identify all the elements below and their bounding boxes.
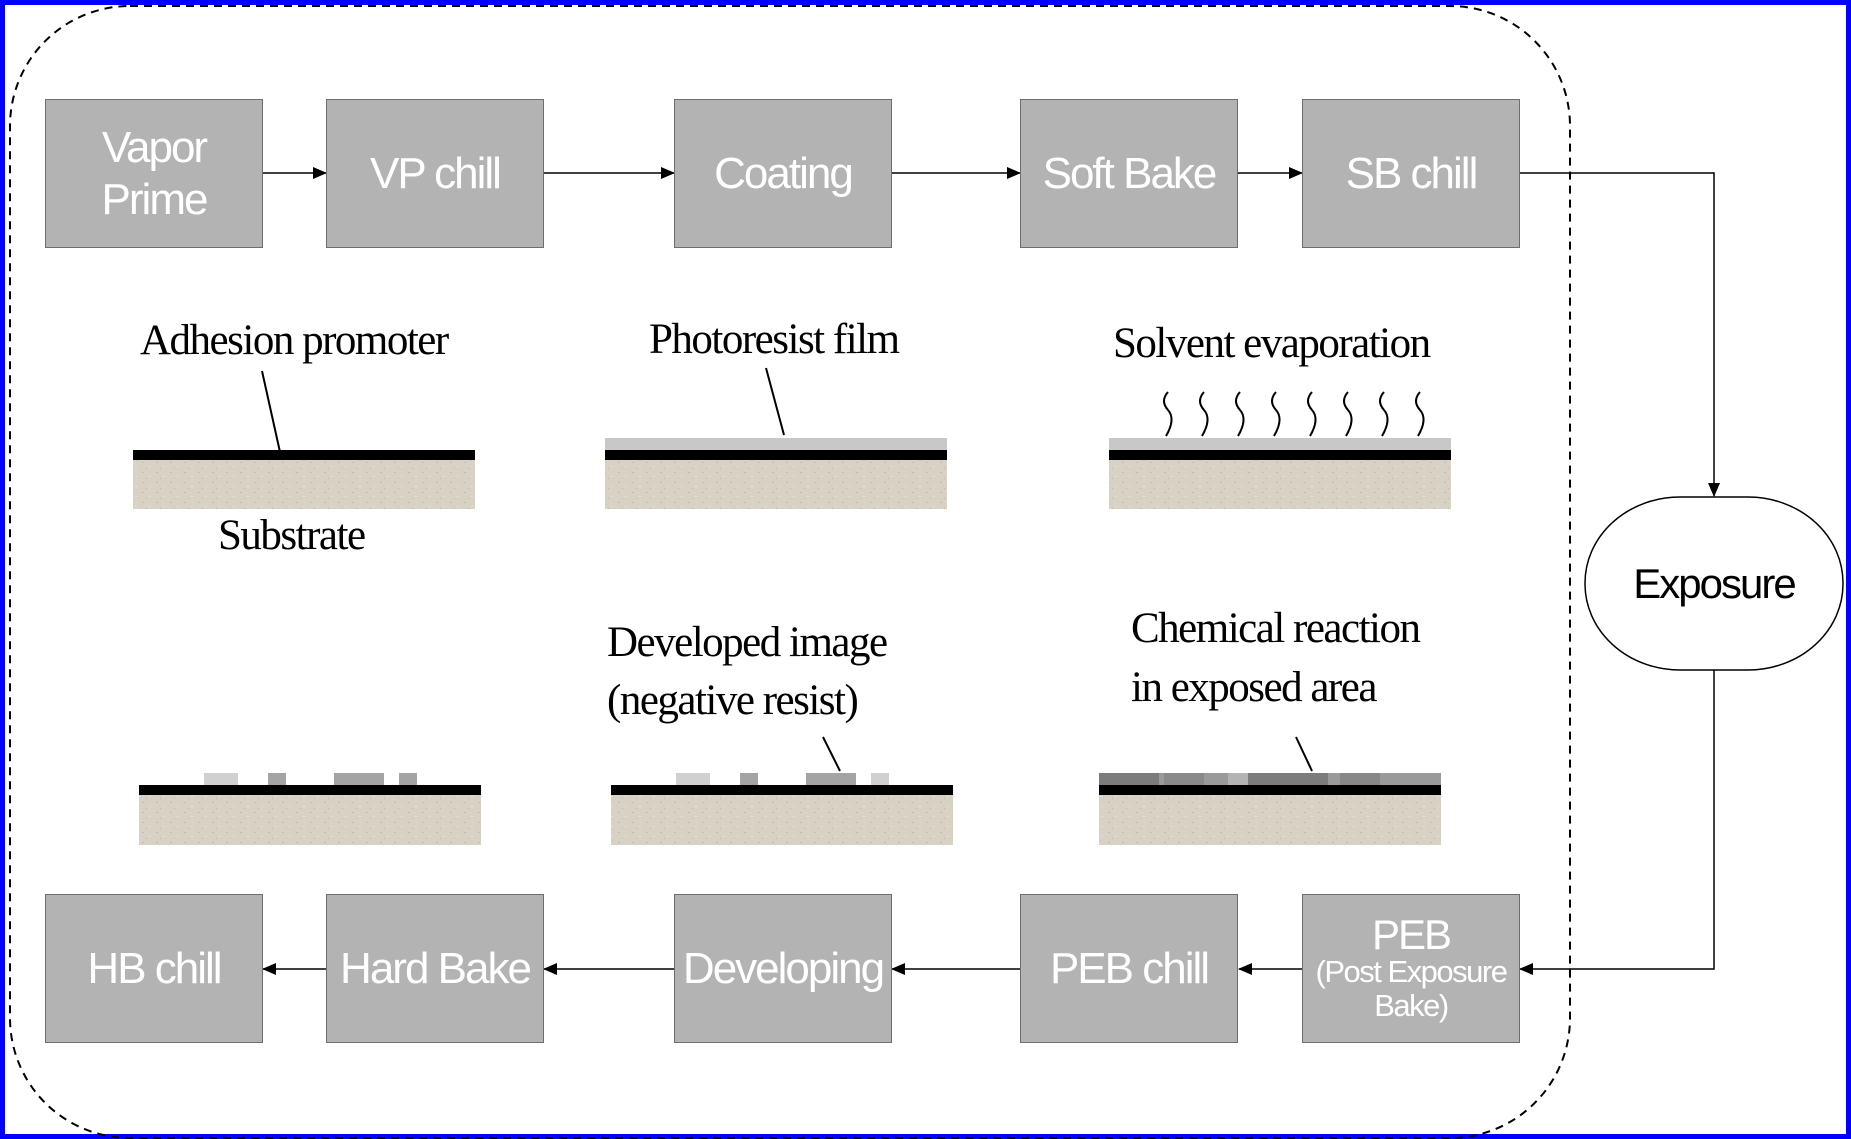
process-boundary: [9, 5, 1571, 1139]
step-soft-bake-label: Soft Bake: [1042, 148, 1218, 198]
label-chemical-reaction-line2: in exposed area: [1131, 664, 1377, 711]
step-coating: Coating: [674, 99, 892, 248]
label-substrate: Substrate: [218, 512, 366, 559]
step-peb-line3: Bake): [1374, 987, 1449, 1023]
label-developed-image-line2: (negative resist): [607, 677, 859, 724]
step-sb-chill: SB chill: [1302, 99, 1520, 248]
step-hb-chill: HB chill: [45, 894, 263, 1043]
vapor-squiggles: [1163, 391, 1425, 437]
step-peb-line2: (Post Exposure: [1315, 953, 1508, 989]
step-peb: PEB (Post Exposure Bake): [1302, 894, 1520, 1043]
step-hard-bake: Hard Bake: [326, 894, 544, 1043]
step-vp-chill-label: VP chill: [370, 148, 502, 198]
step-vp-chill: VP chill: [326, 99, 544, 248]
label-photoresist-film: Photoresist film: [649, 316, 900, 363]
step-peb-chill-label: PEB chill: [1049, 943, 1210, 993]
step-sb-chill-label: SB chill: [1345, 148, 1479, 198]
step-peb-chill: PEB chill: [1020, 894, 1238, 1043]
wafer-photoresist-film: [605, 367, 947, 509]
wafer-adhesion-promoter: [133, 370, 475, 509]
step-soft-bake: Soft Bake: [1020, 99, 1238, 248]
step-hb-chill-label: HB chill: [87, 943, 222, 993]
arrow-exposure-to-peb: [1519, 670, 1715, 975]
wafer-chemical-reaction: [1099, 736, 1441, 845]
step-hard-bake-label: Hard Bake: [340, 943, 532, 993]
label-solvent-evaporation: Solvent evaporation: [1113, 320, 1431, 367]
label-developed-image-line1: Developed image: [607, 619, 888, 666]
step-vapor-prime-line1: Vapor: [101, 122, 208, 172]
wafer-developed-image: [611, 736, 953, 845]
exposure-label: Exposure: [1633, 559, 1796, 607]
label-chemical-reaction-line1: Chemical reaction: [1131, 605, 1421, 652]
arrow-sbchill-to-exposure: [1520, 172, 1720, 497]
wafer-solvent-evaporation: [1109, 391, 1451, 509]
wafer-final-image: [139, 773, 481, 845]
step-coating-label: Coating: [714, 148, 854, 198]
label-adhesion-promoter: Adhesion promoter: [140, 317, 449, 364]
step-peb-line1: PEB: [1371, 910, 1452, 958]
step-developing-label: Developing: [682, 943, 885, 993]
step-developing: Developing: [674, 894, 892, 1043]
step-vapor-prime: Vapor Prime: [45, 99, 263, 248]
step-vapor-prime-line2: Prime: [101, 174, 209, 224]
